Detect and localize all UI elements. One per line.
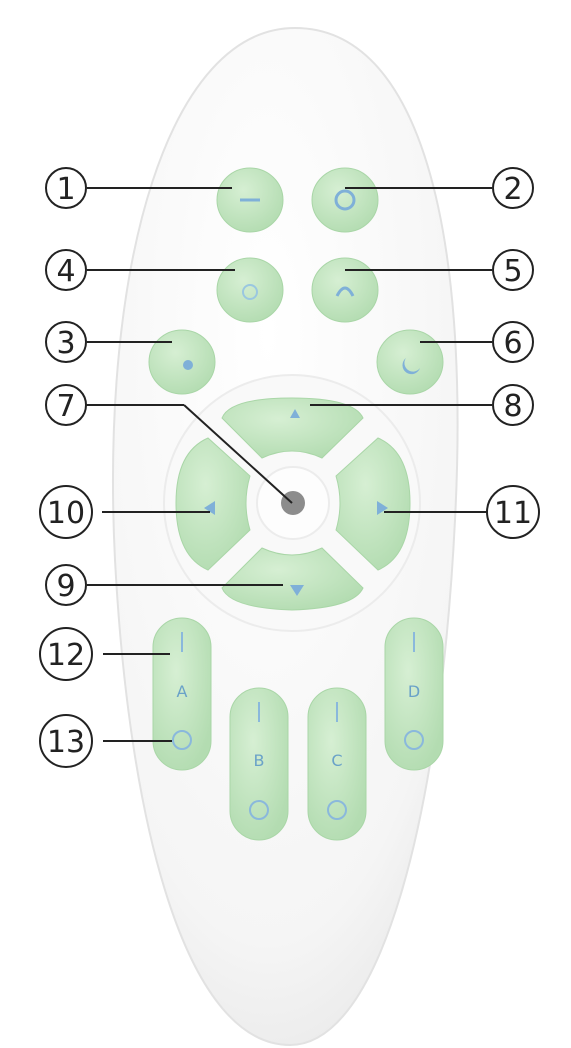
- svg-text:11: 11: [494, 496, 532, 531]
- svg-text:4: 4: [56, 254, 75, 289]
- zone-a-button[interactable]: A: [153, 618, 211, 770]
- svg-text:7: 7: [56, 389, 75, 424]
- callout-3: 3: [46, 322, 86, 362]
- button-dot[interactable]: [149, 330, 215, 394]
- zone-letter: D: [408, 682, 420, 701]
- svg-text:8: 8: [503, 389, 522, 424]
- center-button[interactable]: [257, 467, 329, 539]
- zone-letter: C: [331, 751, 342, 770]
- callout-1: 1: [46, 168, 86, 208]
- callout-4: 4: [46, 250, 86, 290]
- svg-text:5: 5: [503, 254, 522, 289]
- callout-2: 2: [493, 168, 533, 208]
- svg-text:2: 2: [503, 172, 522, 207]
- callout-10: 10: [40, 486, 92, 538]
- button-minus[interactable]: [217, 168, 283, 232]
- callout-11: 11: [487, 486, 539, 538]
- svg-text:12: 12: [47, 638, 85, 673]
- callout-6: 6: [493, 322, 533, 362]
- zone-letter: B: [254, 751, 265, 770]
- svg-text:9: 9: [56, 569, 75, 604]
- zone-letter: A: [177, 682, 188, 701]
- svg-text:13: 13: [47, 725, 85, 760]
- button-arc[interactable]: [312, 258, 378, 322]
- callout-7: 7: [46, 385, 86, 425]
- button-power[interactable]: [312, 168, 378, 232]
- button-moon[interactable]: [377, 330, 443, 394]
- zone-c-button[interactable]: C: [308, 688, 366, 840]
- dot-icon: [183, 360, 193, 370]
- callout-12: 12: [40, 628, 92, 680]
- svg-text:3: 3: [56, 326, 75, 361]
- button-ring[interactable]: [217, 258, 283, 322]
- callout-5: 5: [493, 250, 533, 290]
- svg-text:6: 6: [503, 326, 522, 361]
- callout-9: 9: [46, 565, 86, 605]
- callout-13: 13: [40, 715, 92, 767]
- zone-b-button[interactable]: B: [230, 688, 288, 840]
- zone-d-button[interactable]: D: [385, 618, 443, 770]
- svg-text:1: 1: [56, 172, 75, 207]
- svg-text:10: 10: [47, 496, 85, 531]
- callout-8: 8: [493, 385, 533, 425]
